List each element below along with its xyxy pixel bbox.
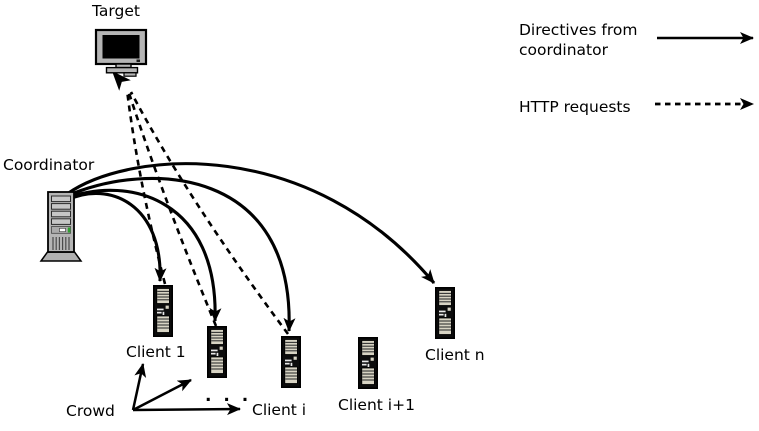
- client-i-plus-1-label: Client i+1: [338, 396, 415, 414]
- http-request-lines: [125, 89, 290, 335]
- http-request-line-client-1: [125, 89, 167, 285]
- monitor-base: [105, 66, 139, 74]
- monitor-base-foot: [123, 72, 137, 77]
- coordinator-led: [67, 227, 71, 233]
- target-monitor-icon: [94, 28, 148, 77]
- directive-arrows: [66, 162, 436, 332]
- monitor-screen: [102, 35, 140, 59]
- crowd-arrows: [131, 363, 241, 416]
- crowd-arrow-up: [131, 363, 147, 411]
- client-i-plus-1-tower-icon: [357, 336, 379, 390]
- coordinator-drive-bays: [51, 195, 71, 225]
- legend-directives-label-line1: Directives from: [519, 21, 638, 39]
- client-i-label: Client i: [252, 401, 306, 419]
- client-n-label: Client n: [425, 346, 485, 364]
- client-2-tower-icon: [207, 325, 227, 379]
- monitor-power-button: [136, 59, 140, 62]
- crowd-arrow-right: [132, 403, 241, 416]
- directive-arrow-client-n: [66, 162, 436, 284]
- client-1-label: Client 1: [126, 343, 186, 361]
- coordinator-base: [39, 251, 83, 262]
- directive-arrow-client-2: [66, 188, 222, 322]
- client-1-tower-icon: [153, 284, 173, 338]
- coordinator-tower-icon: [39, 191, 83, 262]
- legend-directives-label-line2: coordinator: [519, 41, 609, 59]
- target-label: Target: [91, 2, 140, 20]
- directive-arrow-client-i: [66, 176, 296, 332]
- coordinator-button: [59, 228, 66, 233]
- legend-http-label: HTTP requests: [519, 98, 631, 116]
- crowd-arrow-diagonal: [132, 378, 192, 412]
- ellipsis-dots: . . .: [205, 386, 251, 406]
- client-i-tower-icon: [280, 335, 302, 389]
- http-requests-arrowhead: [112, 71, 131, 91]
- crowd-label: Crowd: [66, 402, 115, 420]
- client-n-tower-icon: [434, 286, 456, 340]
- legend: Directives from coordinator HTTP request…: [519, 21, 754, 116]
- coordinator-label: Coordinator: [3, 156, 95, 174]
- coordinator-vents: [52, 237, 70, 250]
- http-request-line-client-i: [129, 91, 290, 335]
- http-request-line-client-2: [126, 89, 218, 327]
